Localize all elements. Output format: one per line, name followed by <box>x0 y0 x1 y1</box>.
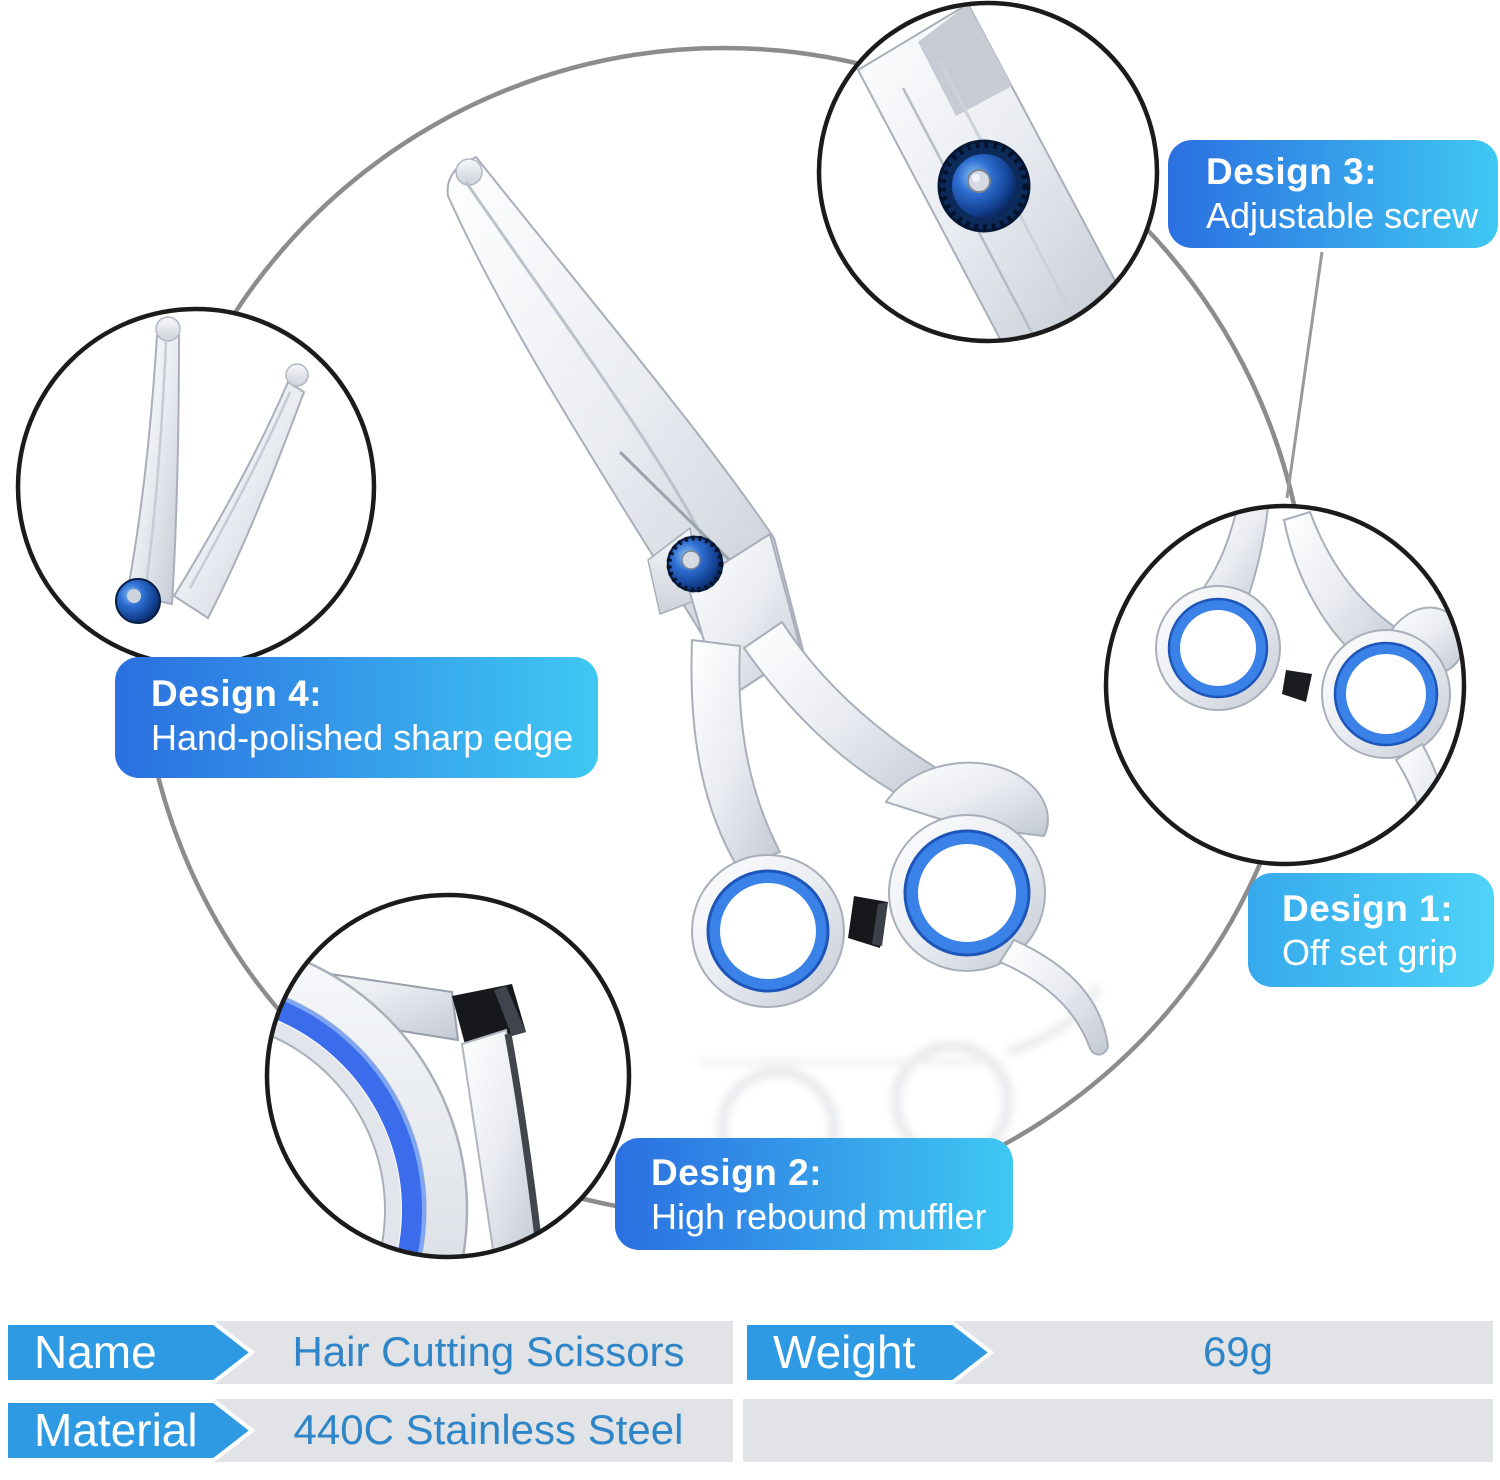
spec-value-name: Hair Cutting Scissors <box>292 1328 685 1375</box>
inset-ring-blue-liner <box>269 979 426 1255</box>
scissors-reflection <box>700 984 1103 1190</box>
callout-design1-desc: Off set grip <box>1282 932 1458 973</box>
callout-design4-desc: Hand-polished sharp edge <box>151 717 574 758</box>
leader-line <box>1285 251 1324 499</box>
spec-row-empty <box>743 1399 1493 1462</box>
callout-design4-title: Design 4: <box>151 673 323 714</box>
spec-row-material: Material 440C Stainless Steel <box>4 1399 733 1462</box>
callout-design4: Design 4: Hand-polished sharp edge <box>115 657 598 778</box>
finger-ring <box>888 814 1046 972</box>
name-arrow-badge <box>4 1321 256 1384</box>
callout-design3-desc: Adjustable screw <box>1206 195 1479 236</box>
spec-row-weight: Weight 69g <box>743 1321 1493 1384</box>
scissors-main <box>446 156 1109 1056</box>
spec-label-weight: Weight <box>773 1326 916 1378</box>
offset-bump <box>885 761 1049 837</box>
inset-grip-muffler <box>1282 670 1312 702</box>
finger-rest-tail <box>999 939 1109 1056</box>
callout-design3-title: Design 3: <box>1206 151 1378 192</box>
spec-label-name: Name <box>34 1326 157 1378</box>
spec-label-material: Material <box>34 1404 198 1456</box>
material-arrow-badge <box>4 1399 256 1462</box>
inset-thumb-ring <box>1155 585 1281 711</box>
spec-value-material: 440C Stainless Steel <box>293 1406 684 1453</box>
inset-rebound-muffler <box>264 892 632 1260</box>
callout-design2-desc: High rebound muffler <box>651 1196 987 1237</box>
callout-design2-title: Design 2: <box>651 1152 823 1193</box>
inset-finger-ring <box>1321 629 1451 759</box>
thumb-ring <box>691 854 845 1008</box>
callout-design1-title: Design 1: <box>1282 888 1454 929</box>
callout-design2: Design 2: High rebound muffler <box>615 1138 1013 1250</box>
callout-design1: Design 1: Off set grip <box>1248 873 1494 987</box>
spec-value-weight: 69g <box>1202 1328 1274 1375</box>
callout-design3: Design 3: Adjustable screw <box>1168 140 1498 248</box>
inset-offset-grip <box>1103 503 1467 867</box>
inset-sharp-tips <box>15 306 377 668</box>
weight-arrow-badge <box>743 1321 995 1384</box>
spec-row-name: Name Hair Cutting Scissors <box>4 1321 733 1384</box>
safety-round-tip <box>455 158 483 186</box>
inset-adjustable-screw <box>816 0 1160 344</box>
